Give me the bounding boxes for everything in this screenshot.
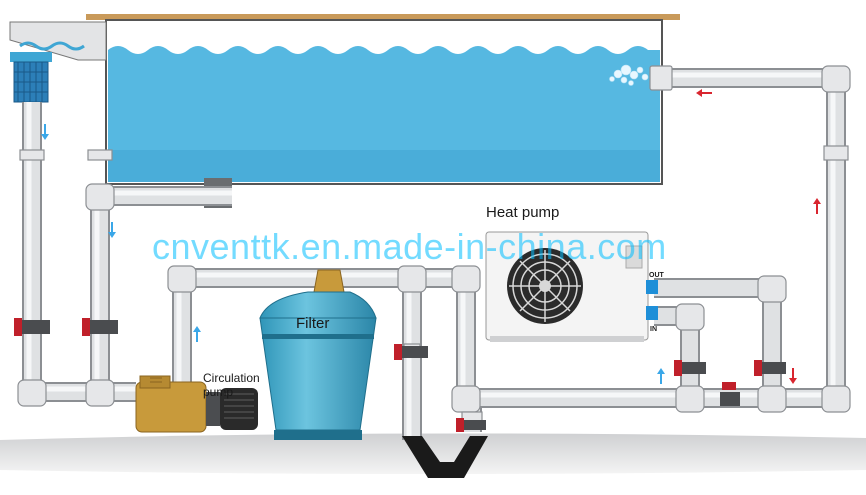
drain-trap <box>402 436 488 478</box>
valve-icon <box>754 360 786 376</box>
flow-arrow-icon <box>789 368 797 384</box>
flow-arrows <box>41 89 821 384</box>
valve-icon <box>14 318 50 336</box>
pool-deck <box>86 14 680 20</box>
flow-arrow-icon <box>193 326 201 342</box>
flow-arrow-icon <box>696 89 712 97</box>
skimmer <box>9 21 107 103</box>
valve-icon <box>394 344 428 360</box>
watermark: cnventtk.en.made-in-china.com <box>152 226 667 267</box>
circulation-pump <box>135 375 258 433</box>
pool-water-deep <box>108 150 660 182</box>
filter-label: Filter <box>296 315 330 332</box>
flow-arrow-icon <box>108 222 116 238</box>
valve-icon <box>720 382 740 406</box>
flow-arrow-icon <box>657 368 665 384</box>
pool <box>86 14 680 185</box>
heat-pump-in-label: IN <box>650 326 657 333</box>
outlet-fitting <box>646 280 658 294</box>
valve-icon <box>82 318 118 336</box>
valve-icon <box>456 418 486 432</box>
valve-icon <box>674 360 706 376</box>
inlet-fitting <box>646 306 658 320</box>
circulation-label-line2: pump <box>203 385 234 399</box>
skimmer-basket-icon <box>13 61 49 103</box>
flow-arrow-icon <box>813 198 821 214</box>
return-bubbles <box>609 64 649 86</box>
heat-pump <box>485 231 658 342</box>
heat-pump-out-label: OUT <box>649 272 664 279</box>
pool-water <box>108 46 660 182</box>
valves <box>14 318 786 432</box>
heat-pump-label: Heat pump <box>486 204 560 221</box>
circulation-pump-label: Circulation pump <box>203 371 260 399</box>
flow-arrow-icon <box>41 124 49 140</box>
sand-filter <box>259 269 377 440</box>
fan-icon <box>507 248 583 324</box>
circulation-label-line1: Circulation <box>203 371 260 385</box>
